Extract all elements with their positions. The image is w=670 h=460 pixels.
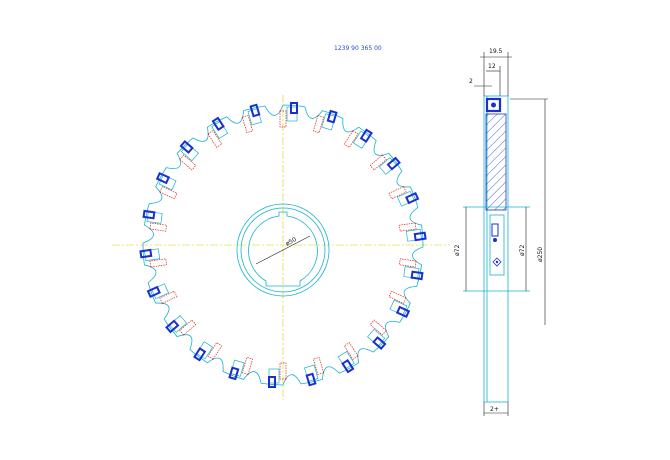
clamp-screw — [388, 290, 407, 304]
cutting-insert — [410, 270, 424, 281]
clamp-screw — [343, 342, 359, 360]
cutting-insert — [405, 191, 420, 205]
cutting-insert — [386, 156, 401, 171]
cutting-insert — [146, 285, 161, 299]
tooth-pocket — [396, 190, 415, 207]
clamp-screw — [159, 290, 178, 304]
clamp-screw — [312, 356, 325, 375]
dim-label-250: ø250 — [537, 247, 544, 262]
cutter-tooth — [388, 290, 411, 319]
cutting-insert — [359, 128, 373, 143]
side-key-diamond — [492, 257, 502, 267]
clamp-screw — [279, 110, 287, 128]
cutter-tooth — [207, 116, 229, 148]
clamp-screw — [279, 362, 287, 380]
cutter-tooth — [179, 140, 199, 171]
side-key-dot — [495, 260, 499, 264]
hub-outer-circle — [236, 203, 330, 297]
side-clamp-dot — [493, 238, 497, 242]
cutter-tooth — [367, 319, 387, 350]
cutter-body-outline — [142, 104, 424, 386]
cutting-insert — [341, 358, 355, 374]
hub-inner-circle — [240, 207, 326, 293]
cutter-tooth — [388, 186, 420, 207]
dim-label-2: 2 — [469, 78, 473, 85]
cutter-tooth — [142, 209, 168, 232]
side-hatched-section — [485, 113, 507, 211]
clamp-screw — [179, 319, 197, 336]
clamp-screw — [398, 258, 417, 268]
tooth-pocket — [151, 283, 170, 300]
teeth-group — [139, 102, 427, 388]
cutting-insert — [372, 336, 387, 350]
clamp-screw — [179, 154, 197, 171]
clamp-screw — [149, 258, 168, 268]
cutter-tooth — [304, 356, 325, 387]
cutter-tooth — [337, 342, 359, 374]
cutting-insert — [326, 109, 338, 124]
dim-label-19-5: 19.5 — [489, 48, 503, 55]
clamp-screw — [312, 115, 325, 134]
clamp-screw — [343, 130, 359, 148]
bore-dimension-label: ø50 — [285, 236, 298, 248]
dim-label-bottom: 2+ — [490, 406, 499, 413]
clamp-screw — [369, 319, 387, 336]
cutting-insert — [268, 376, 276, 388]
clamp-screw — [369, 154, 387, 171]
clamp-screw — [149, 222, 168, 232]
clamp-screw — [241, 115, 254, 134]
dim-label-72-right: ø72 — [519, 245, 526, 256]
side-insert — [485, 97, 502, 113]
clamp-screw — [159, 186, 178, 200]
side-hub-flange — [489, 214, 505, 276]
cutter-tooth — [228, 356, 254, 381]
cutter-tooth — [312, 109, 338, 134]
cutter-tooth — [268, 362, 287, 388]
clamp-screw — [388, 186, 407, 200]
clamp-screw — [241, 356, 254, 375]
bore-with-keyways — [248, 211, 318, 287]
tooth-pocket — [389, 299, 408, 316]
cutter-tooth — [165, 315, 197, 336]
cutting-insert — [193, 347, 207, 362]
cutting-insert — [139, 248, 153, 259]
dim-label-12: 12 — [488, 63, 496, 70]
clamp-screw — [398, 222, 417, 232]
cutting-insert — [165, 319, 180, 334]
cutting-insert — [249, 103, 261, 118]
cutting-insert — [413, 231, 427, 242]
cutting-insert — [142, 209, 156, 220]
cutter-side-view: 19.5 12 2 ø72 ø72 ø250 2+ — [454, 48, 548, 416]
side-clamp-screw — [491, 223, 499, 237]
cutter-tooth — [279, 102, 298, 128]
cutter-tooth — [146, 283, 178, 304]
cutter-tooth — [398, 222, 427, 242]
side-insert-screw — [491, 102, 496, 108]
cutter-tooth — [398, 258, 424, 281]
cutter-tooth — [139, 248, 168, 268]
bore-diameter-line — [255, 235, 311, 265]
cutting-insert — [155, 171, 171, 185]
side-body-outline — [483, 95, 509, 403]
cutting-insert — [211, 116, 225, 132]
cutter-tooth — [193, 341, 223, 362]
cutting-insert — [290, 102, 298, 114]
cutter-tooth — [155, 171, 178, 200]
clamp-screw — [207, 342, 223, 360]
cutter-tooth — [343, 128, 373, 149]
cutting-insert — [395, 305, 411, 319]
cutting-insert — [305, 372, 317, 387]
cutting-insert — [179, 140, 194, 154]
dim-label-72-left: ø72 — [454, 245, 461, 256]
cutter-tooth — [369, 154, 401, 175]
document-number: 1239 90 365 00 — [334, 45, 382, 52]
clamp-screw — [207, 130, 223, 148]
cutting-insert — [228, 366, 240, 381]
cutter-front-view: ø50 — [112, 95, 450, 400]
cutter-tooth — [241, 103, 262, 134]
